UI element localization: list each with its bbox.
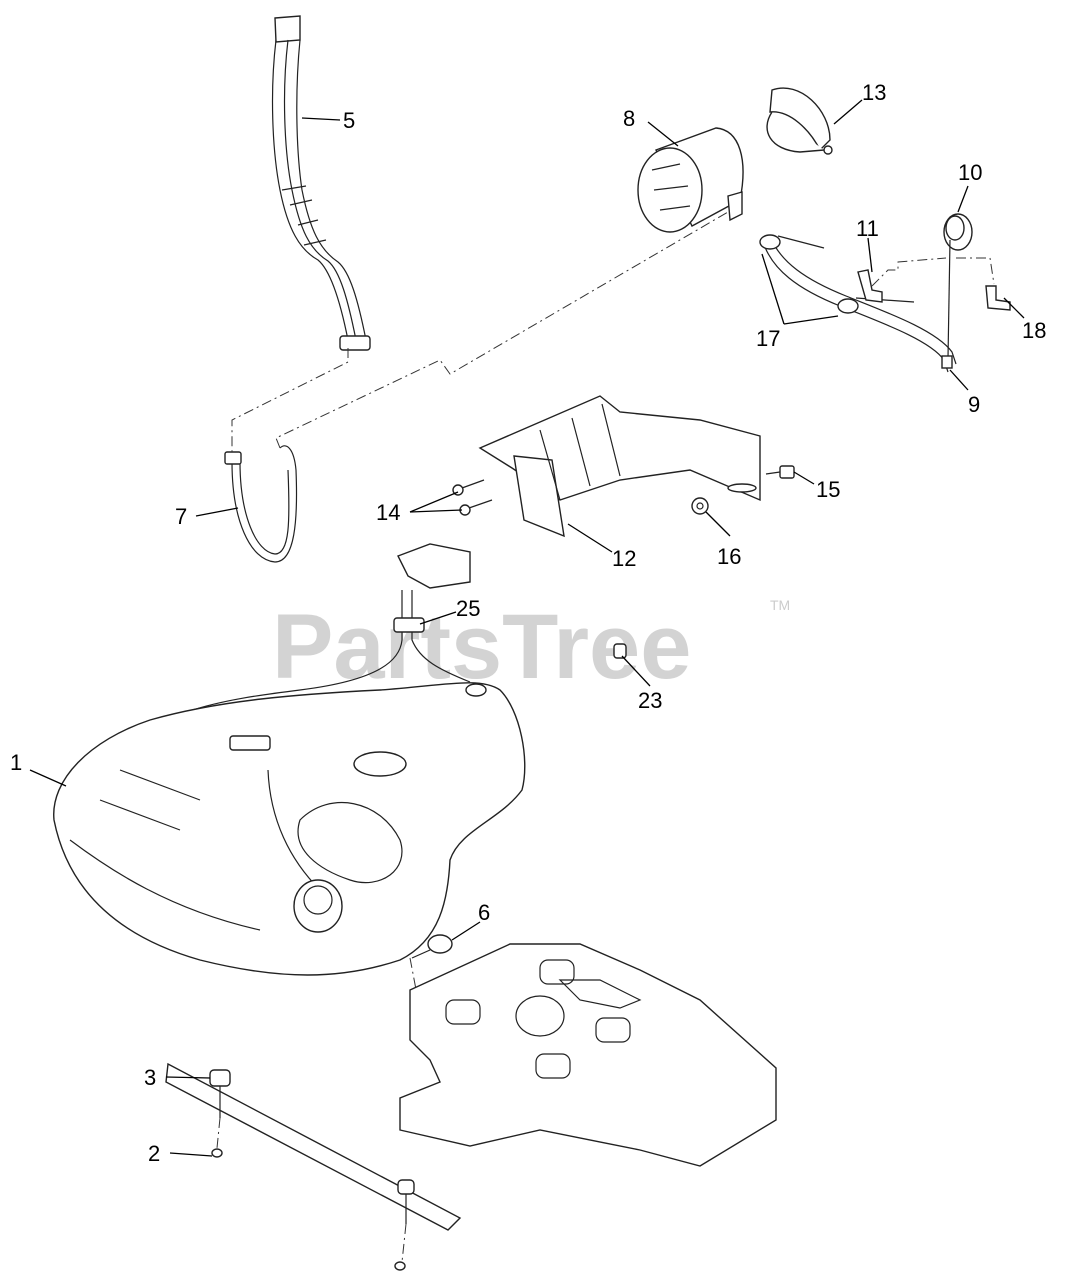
callout-15: 15 — [816, 477, 840, 502]
leader-lines — [29, 99, 1025, 1157]
callout-16: 16 — [717, 544, 741, 569]
callout-18: 18 — [1022, 318, 1046, 343]
callout-14: 14 — [376, 500, 400, 525]
part-12-bracket[interactable] — [478, 395, 761, 538]
callout-3: 3 — [144, 1065, 156, 1090]
callout-10: 10 — [958, 160, 982, 185]
callout-1: 1 — [10, 750, 22, 775]
callout-9: 9 — [968, 392, 980, 417]
part-15-bolt[interactable] — [765, 465, 795, 479]
part-2-nut[interactable] — [211, 1117, 407, 1271]
callout-7: 7 — [175, 504, 187, 529]
callout-25: 25 — [456, 596, 480, 621]
callout-5: 5 — [343, 108, 355, 133]
part-7-hose[interactable] — [224, 445, 298, 563]
part-8-charcoal-canister[interactable] — [637, 127, 744, 233]
callout-6: 6 — [478, 900, 490, 925]
lower-support-bar — [165, 1062, 462, 1231]
part-16-nut[interactable] — [691, 497, 709, 515]
part-9-vapor-hose[interactable] — [761, 235, 957, 373]
callout-labels: 1 2 3 5 6 7 8 9 10 11 12 13 14 15 16 17 … — [10, 80, 1046, 1166]
assembly-line-7-8 — [275, 211, 729, 449]
callout-12: 12 — [612, 546, 636, 571]
part-3-bumper[interactable] — [209, 1069, 415, 1224]
part-13-strap[interactable] — [766, 87, 833, 155]
part-5-fuel-line[interactable] — [271, 15, 371, 351]
part-23-grommet[interactable] — [613, 643, 627, 659]
part-18-elbow[interactable] — [956, 257, 1011, 311]
callout-13: 13 — [862, 80, 886, 105]
tank-mounting-plate — [399, 943, 777, 1167]
part-10-cap[interactable] — [943, 213, 973, 251]
callout-2: 2 — [148, 1141, 160, 1166]
watermark-text: PartsTree — [272, 596, 691, 698]
part-17-hose-clamps[interactable] — [759, 234, 915, 314]
assembly-line-7-5 — [231, 348, 349, 452]
part-11-elbow[interactable] — [857, 257, 947, 303]
callout-11: 11 — [856, 216, 879, 241]
watermark-trademark: TM — [770, 597, 790, 613]
part-1-fuel-tank[interactable] — [53, 682, 526, 976]
callout-17: 17 — [756, 326, 780, 351]
callout-23: 23 — [638, 688, 662, 713]
callout-8: 8 — [623, 106, 635, 131]
